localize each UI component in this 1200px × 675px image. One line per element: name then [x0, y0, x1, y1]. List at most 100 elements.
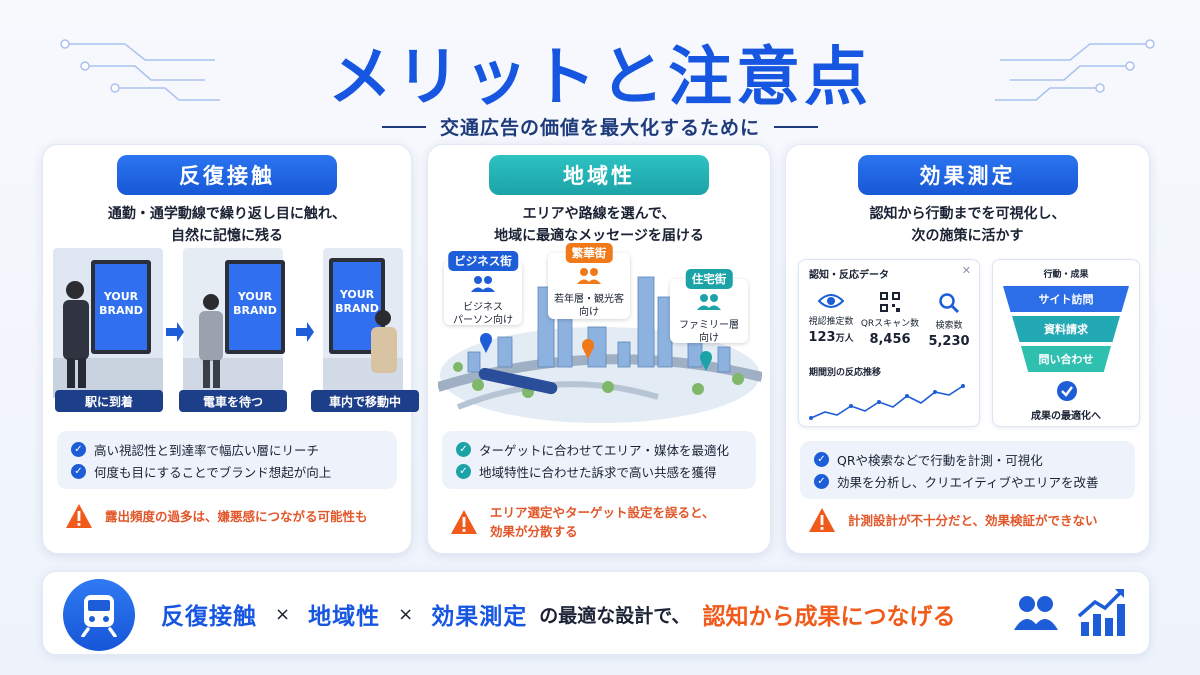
funnel-step-visit: サイト訪問 — [1003, 286, 1129, 312]
summary-banner: 反復接触 × 地域性 × 効果測定 の最適な設計で、 認知から成果につなげる — [42, 571, 1150, 655]
benefit-item: ✓ ターゲットに合わせてエリア・媒体を最適化 — [456, 438, 742, 460]
subtitle-rule-left — [381, 125, 426, 128]
warning-icon — [66, 504, 92, 528]
caution-note: 露出頻度の過多は、嫌悪感につながる可能性も — [65, 503, 395, 529]
check-icon: ✓ — [71, 463, 86, 479]
card-measurement: 効果測定 認知から行動までを可視化し、 次の施策に活かす 認知・反応データ ✕ … — [785, 144, 1150, 554]
desc-line: エリアや路線を選んで、 — [522, 206, 676, 222]
benefit-text: 地域特性に合わせた訴求で高い共感を獲得 — [479, 464, 717, 480]
warning-icon — [451, 510, 477, 534]
svg-text:BRAND: BRAND — [233, 304, 277, 317]
train-icon — [63, 579, 135, 651]
area-tag-text: 向け — [579, 307, 599, 318]
funnel-step-inquiry: 問い合わせ — [1021, 346, 1111, 372]
area-tag-text: 若年層・観光客 — [554, 294, 624, 305]
benefit-text: ターゲットに合わせてエリア・媒体を最適化 — [479, 442, 730, 458]
area-tag-text: ビジネス — [463, 302, 503, 313]
check-icon: ✓ — [456, 441, 471, 457]
benefit-item: ✓QRや検索などで行動を計測・可視化 — [814, 448, 1121, 470]
subtitle-row: 交通広告の価値を最大化するために — [0, 113, 1200, 140]
people-icon — [471, 276, 495, 292]
search-icon — [939, 293, 960, 314]
area-tag-text: 向け — [699, 333, 719, 344]
kpi-unit: 万人 — [835, 334, 854, 344]
card-description: 通勤・通学動線で繰り返し目に触れ、 自然に記憶に残る — [43, 203, 411, 247]
check-icon: ✓ — [456, 463, 471, 479]
desc-line: 地域に最適なメッセージを届ける — [494, 228, 704, 244]
check-circle-icon — [1057, 381, 1077, 401]
data-panel: 認知・反応データ ✕ 視認推定数 123万人 QRスキャン数 8,456 検索数… — [798, 259, 980, 427]
area-tag-residential: 住宅街 ファミリー層向け — [670, 269, 748, 345]
caution-line: エリア選定やターゲット設定を誤ると、 — [490, 505, 715, 520]
kpi-searches: 検索数 5,230 — [919, 292, 979, 349]
area-tag-body: ビジネスパーソン向け — [444, 297, 522, 327]
funnel-panel: 行動・成果 サイト訪問 資料請求 問い合わせ 成果の最適化へ — [992, 259, 1140, 427]
kpi-qr-scans: QRスキャン数 8,456 — [860, 292, 920, 347]
svg-text:BRAND: BRAND — [335, 302, 379, 315]
kpi-value: 5,230 — [928, 334, 970, 349]
kpi-label: 視認推定数 — [808, 317, 854, 327]
benefit-text: 効果を分析し、クリエイティブやエリアを改善 — [837, 474, 1099, 490]
desc-line: 通勤・通学動線で繰り返し目に触れ、 — [107, 206, 347, 222]
area-tag-heading: 住宅街 — [685, 269, 733, 289]
keyword-measurement: 効果測定 — [431, 604, 528, 630]
caution-text: 計測設計が不十分だと、効果検証ができない — [848, 512, 1098, 528]
check-icon: ✓ — [814, 473, 829, 489]
area-tag-text: パーソン向け — [453, 315, 513, 326]
people-icon — [697, 294, 721, 310]
caution-line: 効果が分散する — [490, 524, 578, 539]
keyword-repetition: 反復接触 — [161, 604, 257, 630]
svg-text:YOUR: YOUR — [339, 288, 375, 301]
eye-icon — [817, 294, 845, 308]
card-description: エリアや路線を選んで、 地域に最適なメッセージを届ける — [428, 203, 770, 247]
desc-line: 認知から行動までを可視化し、 — [869, 206, 1066, 222]
banner-icons — [1013, 586, 1127, 638]
city-graphic — [436, 276, 764, 423]
check-icon: ✓ — [71, 441, 86, 457]
subtitle-rule-right — [774, 125, 818, 128]
times-sign: × — [275, 603, 291, 625]
desc-line: 自然に記憶に残る — [171, 228, 283, 244]
warning-icon — [809, 508, 835, 532]
trend-line-chart — [809, 384, 965, 420]
benefit-list: ✓QRや検索などで行動を計測・可視化 ✓ 効果を分析し、クリエイティブやエリアを改… — [800, 441, 1135, 499]
circuit-decoration-right — [995, 39, 1155, 101]
slogan-highlight: 認知から成果につなげる — [702, 604, 956, 630]
scene-label-arrive: 駅に到着 — [55, 390, 163, 412]
kpi-value: 123万人 — [801, 330, 861, 345]
summary-slogan: 反復接触 × 地域性 × 効果測定 の最適な設計で、 認知から成果につなげる — [161, 572, 955, 656]
kpi-label: QRスキャン数 — [860, 319, 920, 329]
card-heading-regionality: 地域性 — [489, 155, 709, 195]
times-sign: × — [398, 603, 414, 625]
card-heading-measurement: 効果測定 — [857, 155, 1078, 195]
area-tag-downtown: 繁華街 若年層・観光客向け — [548, 243, 630, 319]
brand-text: BRAND — [99, 304, 143, 317]
page-subtitle: 交通広告の価値を最大化するために — [439, 117, 760, 139]
check-icon: ✓ — [814, 451, 829, 467]
close-icon[interactable]: ✕ — [961, 264, 971, 277]
benefit-item: ✓ 効果を分析し、クリエイティブやエリアを改善 — [814, 470, 1121, 492]
benefit-text: 高い視認性と到達率で幅広い層にリーチ — [94, 442, 320, 458]
caution-text: エリア選定やターゲット設定を誤ると、効果が分散する — [490, 503, 715, 541]
svg-text:YOUR: YOUR — [237, 290, 273, 303]
area-tag-heading: ビジネス街 — [448, 251, 518, 271]
benefit-item: ✓ 高い視認性と到達率で幅広い層にリーチ — [71, 438, 383, 460]
funnel-step-request: 資料請求 — [1012, 316, 1120, 342]
qr-code-icon — [880, 292, 900, 312]
slogan-connector: の最適な設計で、 — [539, 604, 691, 627]
people-icon — [577, 268, 601, 284]
card-heading-repetition: 反復接触 — [117, 155, 337, 195]
kpi-number: 123 — [808, 330, 836, 345]
city-map-illustration: ビジネス街 ビジネスパーソン向け 繁華街 若年層・観光客向け 住宅街 ファミリー… — [436, 243, 764, 425]
caution-note: エリア選定やターゲット設定を誤ると、効果が分散する — [450, 503, 754, 541]
benefit-list: ✓ ターゲットに合わせてエリア・媒体を最適化 ✓ 地域特性に合わせた訴求で高い共感を… — [442, 431, 756, 489]
data-panel-title: 認知・反応データ — [809, 270, 889, 281]
area-tag-heading: 繁華街 — [565, 243, 613, 263]
area-tag-text: ファミリー層 — [679, 320, 739, 331]
card-description: 認知から行動までを可視化し、 次の施策に活かす — [786, 203, 1149, 247]
area-tag-business: ビジネス街 ビジネスパーソン向け — [444, 251, 522, 327]
area-tag-body: ファミリー層向け — [670, 315, 748, 345]
desc-line: 次の施策に活かす — [911, 228, 1024, 244]
commute-illustration: YOUR BRAND YOUR BRAND YOUR BRAND 駅に到着 電車… — [53, 248, 419, 418]
kpi-value: 8,456 — [869, 332, 911, 347]
